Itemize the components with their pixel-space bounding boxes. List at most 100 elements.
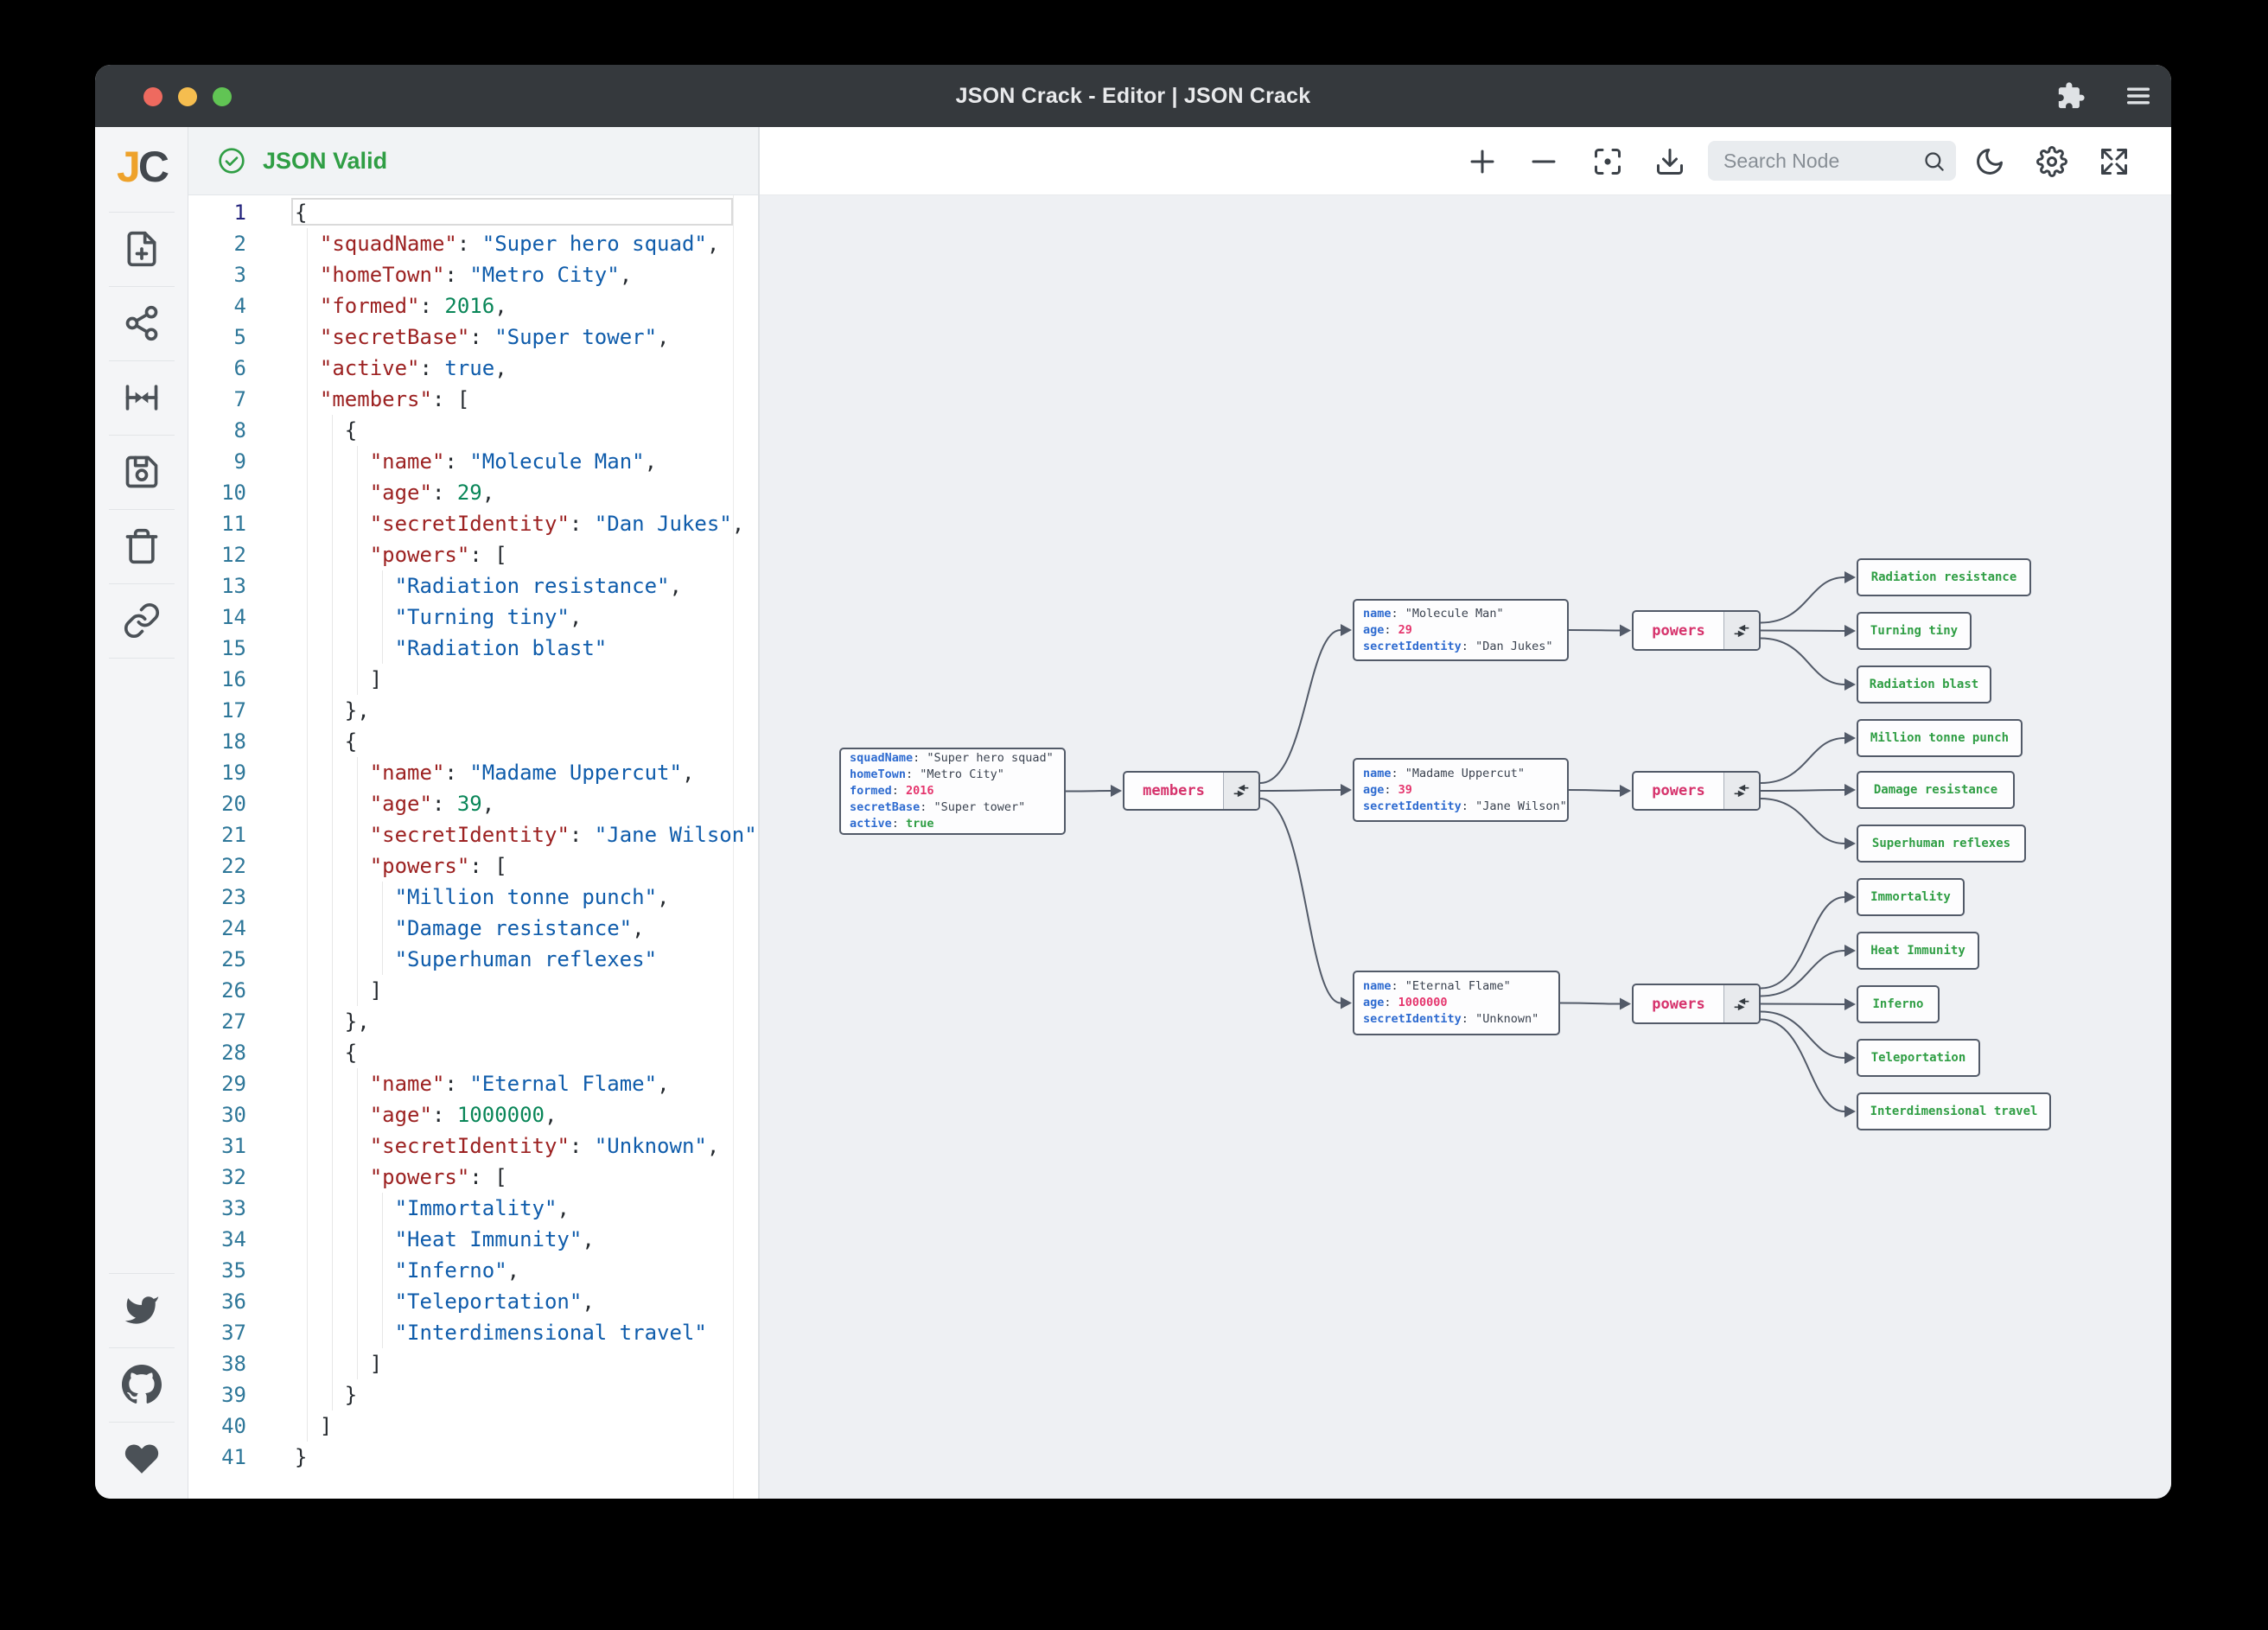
code-line[interactable]: 20 "age": 39,: [188, 788, 758, 819]
graph-node-p2[interactable]: powers: [1632, 771, 1761, 811]
dark-mode-button[interactable]: [1974, 146, 2005, 177]
code-line[interactable]: 15 "Radiation blast": [188, 633, 758, 664]
code-line[interactable]: 9 "name": "Molecule Man",: [188, 446, 758, 477]
code-line[interactable]: 32 "powers": [: [188, 1162, 758, 1193]
code-line[interactable]: 25 "Superhuman reflexes": [188, 944, 758, 975]
graph-node-l2b[interactable]: Damage resistance: [1857, 771, 2015, 809]
line-number: 26: [221, 978, 246, 1003]
code-line[interactable]: 39 }: [188, 1379, 758, 1410]
graph-node-l3d[interactable]: Teleportation: [1857, 1039, 1980, 1077]
code-line[interactable]: 40 ]: [188, 1410, 758, 1442]
code-line[interactable]: 17 },: [188, 695, 758, 726]
search-node-input[interactable]: [1722, 148, 1922, 174]
code-line[interactable]: 14 "Turning tiny",: [188, 602, 758, 633]
graph-node-l2a[interactable]: Million tonne punch: [1857, 719, 2023, 757]
node-row: secretIdentity: "Dan Jukes": [1363, 639, 1553, 653]
window-title: JSON Crack - Editor | JSON Crack: [955, 84, 1311, 108]
code-line[interactable]: 31 "secretIdentity": "Unknown",: [188, 1130, 758, 1162]
indent-guide: [357, 1193, 359, 1224]
zoom-in-button[interactable]: [1467, 146, 1498, 177]
graph-node-l3b[interactable]: Heat Immunity: [1857, 932, 1979, 970]
code-text: ]: [295, 667, 383, 691]
fullscreen-button[interactable]: [2099, 146, 2130, 177]
collapse-node-button[interactable]: [1723, 985, 1759, 1022]
code-line[interactable]: 29 "name": "Eternal Flame",: [188, 1068, 758, 1099]
code-line[interactable]: 19 "name": "Madame Uppercut",: [188, 757, 758, 788]
twitter-button[interactable]: [95, 1286, 188, 1334]
settings-button[interactable]: [2036, 146, 2067, 177]
code-line[interactable]: 18 {: [188, 726, 758, 757]
graph-node-l1c[interactable]: Radiation blast: [1857, 665, 1991, 704]
github-button[interactable]: [95, 1360, 188, 1409]
node-row: age: 39: [1363, 782, 1412, 797]
browser-menu-icon[interactable]: [2124, 81, 2153, 111]
code-line[interactable]: 37 "Interdimensional travel": [188, 1317, 758, 1348]
code-line[interactable]: 1{: [188, 197, 758, 228]
code-line[interactable]: 7 "members": [: [188, 384, 758, 415]
json-code-editor[interactable]: 1{2 "squadName": "Super hero squad",3 "h…: [188, 195, 758, 1499]
maximize-window-button[interactable]: [213, 87, 232, 106]
line-number: 39: [221, 1383, 246, 1407]
code-line[interactable]: 23 "Million tonne punch",: [188, 882, 758, 913]
code-line[interactable]: 10 "age": 29,: [188, 477, 758, 508]
share-link-button[interactable]: [95, 596, 188, 645]
code-line[interactable]: 30 "age": 1000000,: [188, 1099, 758, 1130]
extensions-puzzle-icon[interactable]: [2056, 81, 2086, 111]
code-line[interactable]: 35 "Inferno",: [188, 1255, 758, 1286]
collapse-node-button[interactable]: [1723, 612, 1759, 649]
collapse-node-button[interactable]: [1223, 773, 1258, 809]
search-icon[interactable]: [1922, 150, 1946, 173]
save-button[interactable]: [95, 448, 188, 496]
visualize-graph-button[interactable]: [95, 299, 188, 347]
code-line[interactable]: 26 ]: [188, 975, 758, 1006]
collapse-node-button[interactable]: [1723, 773, 1759, 809]
code-line[interactable]: 6 "active": true,: [188, 353, 758, 384]
graph-node-l3e[interactable]: Interdimensional travel: [1857, 1092, 2051, 1130]
close-window-button[interactable]: [143, 87, 162, 106]
code-line[interactable]: 34 "Heat Immunity",: [188, 1224, 758, 1255]
graph-node-l3a[interactable]: Immortality: [1857, 878, 1965, 916]
code-line[interactable]: 22 "powers": [: [188, 850, 758, 882]
code-line[interactable]: 3 "homeTown": "Metro City",: [188, 259, 758, 290]
code-line[interactable]: 2 "squadName": "Super hero squad",: [188, 228, 758, 259]
indent-guide: [307, 1162, 309, 1193]
code-line[interactable]: 4 "formed": 2016,: [188, 290, 758, 322]
graph-node-l3c[interactable]: Inferno: [1857, 985, 1940, 1023]
code-line[interactable]: 21 "secretIdentity": "Jane Wilson",: [188, 819, 758, 850]
graph-node-l1b[interactable]: Turning tiny: [1857, 612, 1972, 650]
code-line[interactable]: 28 {: [188, 1037, 758, 1068]
indent-guide: [307, 228, 309, 259]
graph-node-l2c[interactable]: Superhuman reflexes: [1857, 825, 2026, 863]
code-line[interactable]: 38 ]: [188, 1348, 758, 1379]
indent-guide: [357, 570, 359, 602]
code-line[interactable]: 11 "secretIdentity": "Dan Jukes",: [188, 508, 758, 539]
code-line[interactable]: 8 {: [188, 415, 758, 446]
panel-divider[interactable]: [758, 127, 760, 1499]
minimize-window-button[interactable]: [178, 87, 197, 106]
download-image-button[interactable]: [1654, 146, 1685, 177]
sponsor-button[interactable]: [95, 1435, 188, 1483]
graph-node-members[interactable]: members: [1123, 771, 1260, 811]
delete-button[interactable]: [95, 522, 188, 570]
code-line[interactable]: 33 "Immortality",: [188, 1193, 758, 1224]
code-line[interactable]: 13 "Radiation resistance",: [188, 570, 758, 602]
focus-center-button[interactable]: [1592, 146, 1623, 177]
code-line[interactable]: 24 "Damage resistance",: [188, 913, 758, 944]
code-line[interactable]: 36 "Teleportation",: [188, 1286, 758, 1317]
code-line[interactable]: 5 "secretBase": "Super tower",: [188, 322, 758, 353]
code-line[interactable]: 16 ]: [188, 664, 758, 695]
code-line[interactable]: 12 "powers": [: [188, 539, 758, 570]
graph-node-l1a[interactable]: Radiation resistance: [1857, 558, 2031, 596]
graph-node-p3[interactable]: powers: [1632, 984, 1761, 1024]
code-line[interactable]: 27 },: [188, 1006, 758, 1037]
center-view-button[interactable]: [95, 373, 188, 422]
graph-node-root[interactable]: squadName: "Super hero squad"homeTown: "…: [839, 748, 1066, 835]
zoom-out-button[interactable]: [1528, 146, 1559, 177]
jc-logo[interactable]: JC: [117, 143, 169, 191]
new-document-button[interactable]: [95, 225, 188, 273]
graph-node-p1[interactable]: powers: [1632, 610, 1761, 651]
code-line[interactable]: 41}: [188, 1442, 758, 1473]
